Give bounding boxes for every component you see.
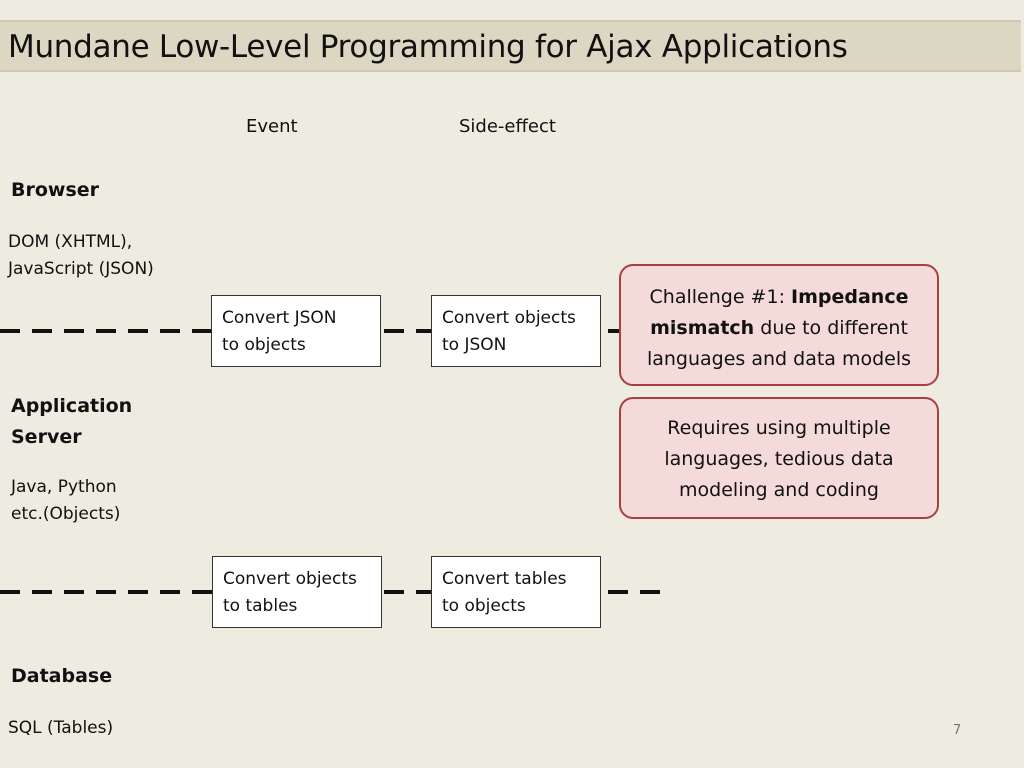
box-convert-json-to-objects: Convert JSON to objects [211,295,381,367]
tier-label-browser: Browser [11,179,100,201]
tier-detail-browser: DOM (XHTML), JavaScript (JSON) [8,232,154,279]
slide-title: Mundane Low-Level Programming for Ajax A… [8,29,848,65]
page-number: 7 [953,723,962,738]
column-label-side-effect: Side-effect [459,116,556,137]
tier-detail-database: SQL (Tables) [8,718,114,738]
callout-challenge-suffix: due to different languages and data mode… [646,317,912,370]
column-label-event: Event [246,116,298,137]
callout-challenge-prefix: Challenge #1: [649,286,792,308]
callout-challenge: Challenge #1: Impedance mismatch due to … [619,264,939,386]
box-convert-objects-to-tables: Convert objects to tables [212,556,382,628]
tier-label-database: Database [11,665,113,687]
box-convert-tables-to-objects: Convert tables to objects [431,556,601,628]
title-bar: Mundane Low-Level Programming for Ajax A… [0,20,1021,72]
tier-detail-application-server: Java, Python etc.(Objects) [11,477,121,524]
callout-requires: Requires using multiple languages, tedio… [619,397,939,519]
tier-label-application-server: Application Server [11,395,133,448]
callout-challenge-bold: Impedance mismatch [650,286,909,339]
box-convert-objects-to-json: Convert objects to JSON [431,295,601,367]
